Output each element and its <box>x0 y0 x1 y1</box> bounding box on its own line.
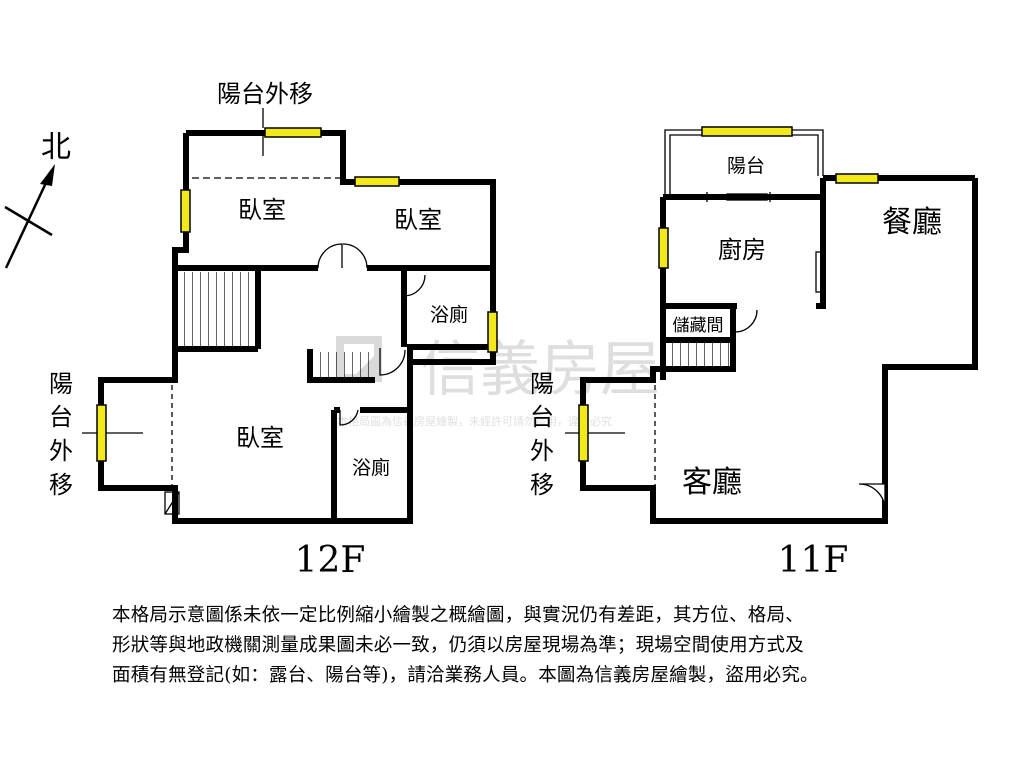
label-dining: 餐廳 <box>882 205 942 240</box>
watermark-note: 本格局圖為信義房屋繪製，未經許可請勿盜用，違者必究 <box>337 414 612 428</box>
disclaimer: 本格局示意圖係未依一定比例縮小繪製之概繪圖，與實況仍有差距，其方位、格局、 形狀… <box>112 601 1012 691</box>
label-balcony-11f-4: 移 <box>530 471 554 499</box>
label-balcony-left-2: 台 <box>49 403 73 431</box>
label-living: 客廳 <box>682 465 742 500</box>
window <box>835 173 879 184</box>
label-bathroom-upper: 浴廁 <box>430 303 468 326</box>
disclaimer-line: 形狀等與地政機關測量成果圖未必一致，仍須以房屋現場為準；現場空間使用方式及 <box>112 635 804 656</box>
floor-11f-windows <box>578 126 879 462</box>
label-bedroom-right: 臥室 <box>394 206 442 234</box>
window <box>578 404 589 462</box>
window <box>354 176 400 187</box>
label-bathroom-lower: 浴廁 <box>352 456 390 479</box>
floor-12f-windows <box>96 127 498 462</box>
label-balcony-left-1: 陽 <box>49 370 73 398</box>
window <box>180 189 191 233</box>
label-balcony-11f-2: 台 <box>530 403 554 431</box>
label-storage: 儲藏間 <box>673 316 724 336</box>
floor-12f <box>98 130 496 524</box>
label-bedroom-left: 臥室 <box>238 196 286 224</box>
window <box>701 126 793 137</box>
window <box>487 311 498 353</box>
floor-label-12f: 12F <box>295 540 366 581</box>
floor-12f-labels: 陽台外移 臥室 臥室 浴廁 陽 台 外 移 臥室 浴廁 12F <box>49 80 468 581</box>
watermark: 信義房屋 本格局圖為信義房屋繪製，未經許可請勿盜用，違者必究 <box>336 335 660 428</box>
floor-label-11f: 11F <box>778 540 849 581</box>
floor-11f-details <box>565 129 886 511</box>
disclaimer-line: 本格局示意圖係未依一定比例縮小繪製之概繪圖，與實況仍有差距，其方位、格局、 <box>112 605 804 626</box>
label-kitchen: 廚房 <box>718 236 766 264</box>
window <box>264 127 322 138</box>
disclaimer-line: 面積有無登記(如：露台、陽台等)，請洽業務人員。本圖為信義房屋繪製，盜用必究。 <box>112 665 819 686</box>
label-balcony: 陽台 <box>727 155 765 177</box>
window <box>658 227 669 269</box>
north-label: 北 <box>41 130 71 165</box>
floor-11f-labels: 陽台 廚房 餐廳 儲藏間 陽 台 外 移 客廳 11F <box>530 155 942 581</box>
north-arrow: 北 <box>4 130 71 269</box>
label-bedroom-main: 臥室 <box>236 424 284 452</box>
label-balcony-11f-1: 陽 <box>530 370 554 398</box>
label-balcony-left-3: 外 <box>49 437 73 465</box>
label-balcony-11f-3: 外 <box>530 437 554 465</box>
floor-12f-details <box>82 133 426 515</box>
label-balcony-left-4: 移 <box>49 471 73 499</box>
window <box>96 404 107 462</box>
label-balcony-moved-top: 陽台外移 <box>217 80 313 108</box>
